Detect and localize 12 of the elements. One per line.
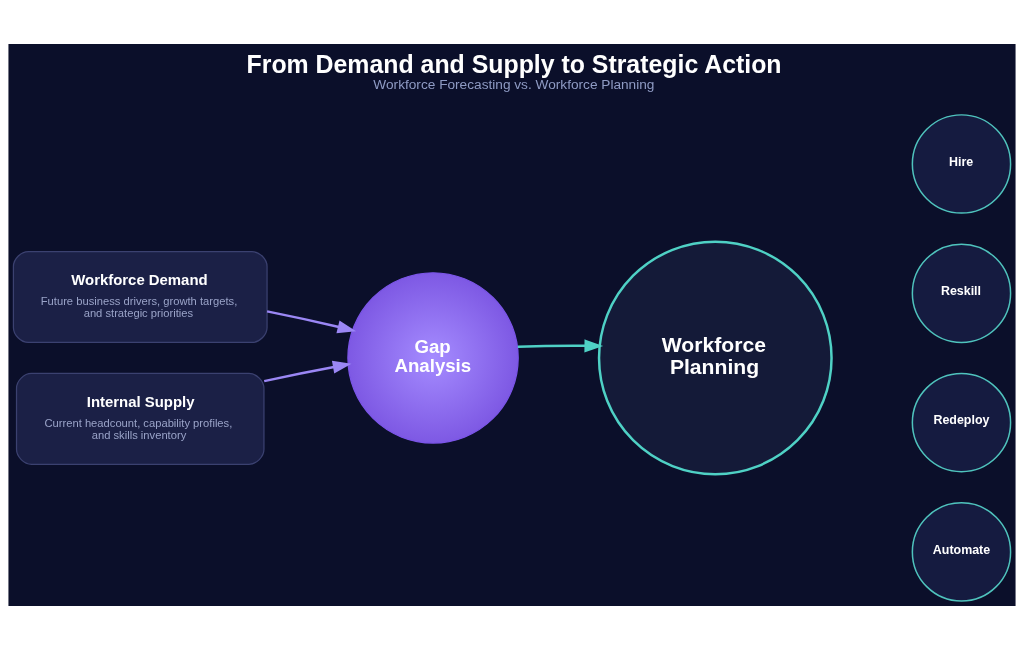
node-circle: Workforce Planning bbox=[597, 239, 833, 475]
node-circle: Automate bbox=[911, 501, 1012, 602]
arrow bbox=[266, 309, 357, 333]
diagram-title: From Demand and Supply to Strategic Action bbox=[246, 49, 782, 78]
node-circle: Redeploy bbox=[911, 372, 1012, 472]
node-circle: Hire bbox=[911, 113, 1012, 214]
node-box: Workforce Demand Future business drivers, growth targets, and strategic priorities bbox=[12, 250, 268, 343]
node-circle: Gap Analysis bbox=[347, 271, 519, 444]
node-box: Internal Supply Current headcount, capability profiles, and skills inventory bbox=[15, 372, 265, 465]
node-circle: Reskill bbox=[911, 242, 1012, 343]
arrow bbox=[517, 338, 604, 352]
arrow bbox=[263, 360, 352, 382]
